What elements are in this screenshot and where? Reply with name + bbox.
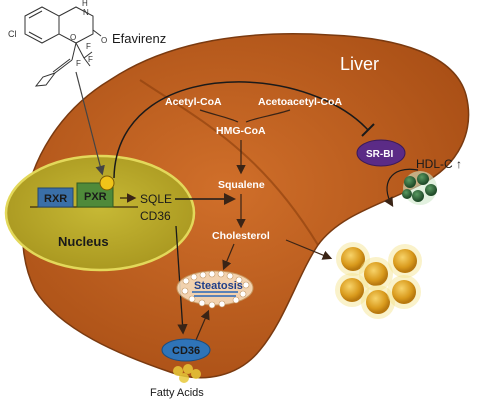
sr-bi-label: SR-BI xyxy=(366,149,393,160)
steatosis-label: Steatosis xyxy=(194,280,243,292)
cd36-gene-label: CD36 xyxy=(140,209,171,223)
nucleus xyxy=(4,154,196,272)
sr-bi-receptor xyxy=(356,139,406,167)
acetyl-to-hmg-arrow xyxy=(199,109,239,123)
cd36-protein xyxy=(161,338,211,362)
efavirenz-label: Efavirenz xyxy=(112,31,166,46)
molecule-f1-label: F xyxy=(86,42,91,51)
hdl-uptake-arrow xyxy=(384,168,419,208)
efavirenz-ligand-dot xyxy=(99,175,115,191)
cd36-to-steatosis-arrow xyxy=(195,309,210,341)
liver-lobe-crease xyxy=(139,79,319,246)
cd36-protein-label: CD36 xyxy=(172,345,200,357)
molecule-o2-label: O xyxy=(70,33,76,42)
acetoacetyl-coa-label: Acetoacetyl-CoA xyxy=(258,96,342,108)
sqle-label: SQLE xyxy=(140,192,172,206)
inhibition-bar xyxy=(361,123,375,137)
rxr-box xyxy=(37,187,74,208)
hdl-particles xyxy=(402,171,437,205)
molecule-n-label: N xyxy=(83,8,89,17)
cholesterol-label: Cholesterol xyxy=(212,230,270,242)
drug-to-pxr-arrow xyxy=(75,71,105,176)
nucleus-label: Nucleus xyxy=(58,234,109,249)
liver-label: Liver xyxy=(340,54,379,74)
hdl-c-label: HDL-C ↑ xyxy=(416,157,462,171)
molecule-o-label: O xyxy=(101,36,107,45)
cd36-gene-to-protein-arrow xyxy=(175,225,188,335)
cholesterol-to-lipoproteins-arrow xyxy=(285,239,333,260)
lipid-droplets xyxy=(335,242,422,319)
molecule-f2-label: F xyxy=(88,55,93,64)
fatty-acid-molecules xyxy=(173,364,201,383)
fatty-acids-label: Fatty Acids xyxy=(150,387,204,399)
squalene-label: Squalene xyxy=(218,179,265,191)
efavirenz-molecule xyxy=(24,6,102,87)
steatosis-droplets xyxy=(176,270,254,309)
acetyl-coa-label: Acetyl-CoA xyxy=(165,96,222,108)
cholesterol-to-steatosis-arrow xyxy=(222,243,235,271)
molecule-cl-label: Cl xyxy=(8,29,17,39)
acetoacetyl-to-hmg-arrow xyxy=(245,109,291,123)
molecule-nh-label: H xyxy=(82,0,88,8)
pxr-label: PXR xyxy=(84,191,107,203)
hmg-coa-label: HMG-CoA xyxy=(216,125,266,137)
molecule-f3-label: F xyxy=(76,59,81,68)
rxr-label: RXR xyxy=(44,193,67,205)
pxr-to-srbi-inhibition-arc xyxy=(113,81,369,179)
